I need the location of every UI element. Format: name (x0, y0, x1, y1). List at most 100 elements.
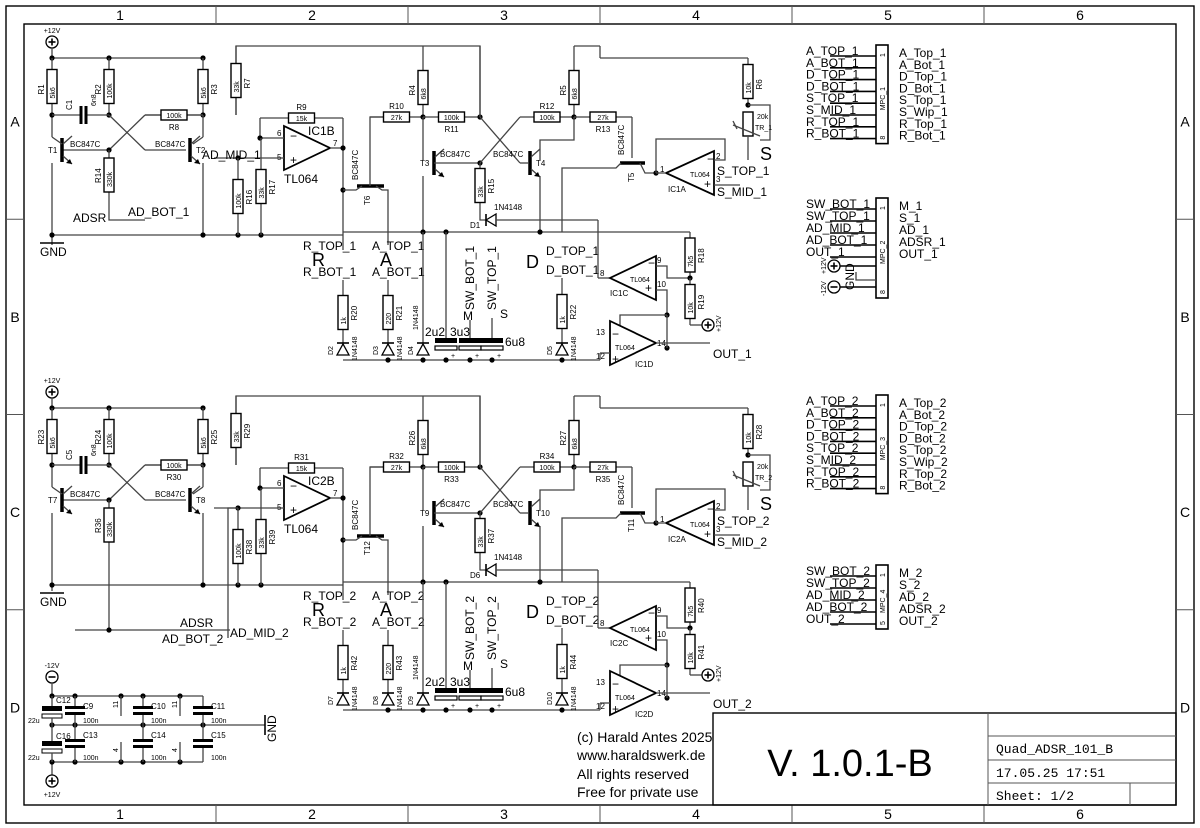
resistor-body (232, 528, 244, 565)
emitter-arrow (194, 159, 200, 164)
opamp-type: TL064 (615, 695, 635, 702)
minus-sign: − (707, 152, 714, 166)
wire (62, 135, 73, 145)
net-label-a-bot: A_BOT_1 (372, 265, 425, 279)
row-marker-right: D (1180, 699, 1190, 715)
pin-label: 4 (172, 748, 179, 752)
resistor-body (46, 418, 58, 455)
pin-8: 8 (600, 619, 605, 628)
pin-description: S_Top_1 (899, 93, 947, 107)
net-label-ad-mid: AD_MID_1 (202, 148, 261, 162)
column-marker-bottom: 1 (116, 806, 124, 822)
resistor-body (255, 518, 267, 555)
resistor-body (533, 111, 561, 123)
pin-description: R_Bot_1 (899, 129, 946, 143)
transistor-type: BC847C (617, 475, 626, 505)
electrolytic-capacitor: +2u2 (425, 675, 458, 710)
wire (235, 45, 481, 115)
resistor-body (255, 168, 267, 205)
net-label-a-bot: A_BOT_2 (372, 615, 425, 629)
gnd-label: GND (40, 245, 67, 259)
diode-body (554, 692, 570, 706)
junction-dot (106, 627, 112, 633)
minus-12v-supply-icon: -12V (45, 663, 60, 684)
supply-label: -12V (821, 281, 828, 296)
connector-mpc-3: 18MPC_3A_TOP_2A_BOT_2D_TOP_2D_BOT_2S_TOP… (806, 394, 948, 495)
resistor-ref: R6 (755, 79, 764, 90)
pin-description: OUT_2 (899, 614, 938, 628)
junction-dot (340, 495, 346, 501)
npn-transistor: T2 (188, 135, 206, 165)
opamp-ref: IC2B (308, 474, 335, 488)
opamp-type: TL064 (690, 522, 710, 529)
resistor-body (568, 419, 580, 456)
cap-plate (435, 338, 457, 343)
plus-sign: + (704, 177, 711, 191)
cap-plate (42, 741, 62, 746)
opamp-ref: IC1A (668, 185, 686, 194)
capacitor-value: 100n (83, 755, 99, 762)
resistor-value: 33k (234, 81, 241, 93)
opamp-type: TL064 (690, 172, 710, 179)
resistor-body (160, 109, 188, 121)
opamp-symbol (609, 669, 659, 717)
connector-name: MPC_4 (880, 590, 887, 613)
resistor-body (474, 517, 486, 554)
emitter-arrow (438, 172, 444, 177)
capacitor-ref: C14 (151, 731, 166, 740)
copyright-line-4: Free for private use (577, 784, 699, 800)
net-label-out: OUT_1 (713, 347, 752, 361)
wire (656, 639, 668, 665)
resistor-value: 27k (391, 115, 403, 122)
npn-transistor: T10 (528, 498, 550, 528)
resistor-body (437, 111, 466, 123)
net-label: AD_MID_1 (806, 221, 865, 235)
resistor-body (382, 294, 394, 331)
net-label: D_TOP_2 (806, 418, 859, 432)
cap-plate (41, 748, 63, 754)
net-label-d-top: D_TOP_2 (546, 594, 599, 608)
decoupling-capacitors: -12V+12VC1222uC1622uC9100nC10100nC11100n… (28, 663, 279, 799)
resistor-value: 100k (107, 433, 114, 449)
pin-description: R_Bot_2 (899, 479, 946, 493)
diode-ref: D7 (328, 696, 335, 705)
diode-type: 1N4148 (571, 686, 578, 711)
cap-plate (481, 688, 503, 693)
opamp-ref: IC2C (610, 639, 628, 648)
connector-body (875, 394, 889, 495)
resistor-ref: R38 (245, 539, 254, 554)
diode-type: 1N4148 (397, 336, 404, 361)
trimmer-ref: TR_2 (755, 475, 772, 482)
wire (227, 507, 238, 638)
resistor-body (684, 633, 696, 670)
resistor-ref: R4 (408, 85, 417, 96)
net-label: A_TOP_2 (806, 394, 859, 408)
resistor-body (337, 644, 349, 681)
copyright-line-2: www.haraldswerk.de (576, 747, 706, 763)
resistor-body (287, 112, 316, 124)
opamp-symbol (663, 499, 715, 547)
plus-sign: + (290, 503, 297, 517)
cap-value: 2u2 (425, 325, 445, 339)
resistor-ref: R24 (94, 429, 103, 444)
cap-plate (480, 695, 504, 701)
transistor-type: BC847C (70, 140, 100, 149)
pin-description: R_Top_2 (899, 467, 947, 481)
wire (434, 148, 445, 158)
electrolytic-capacitor: +3u3 (450, 325, 482, 360)
resistor-value: 6k8 (572, 88, 579, 99)
